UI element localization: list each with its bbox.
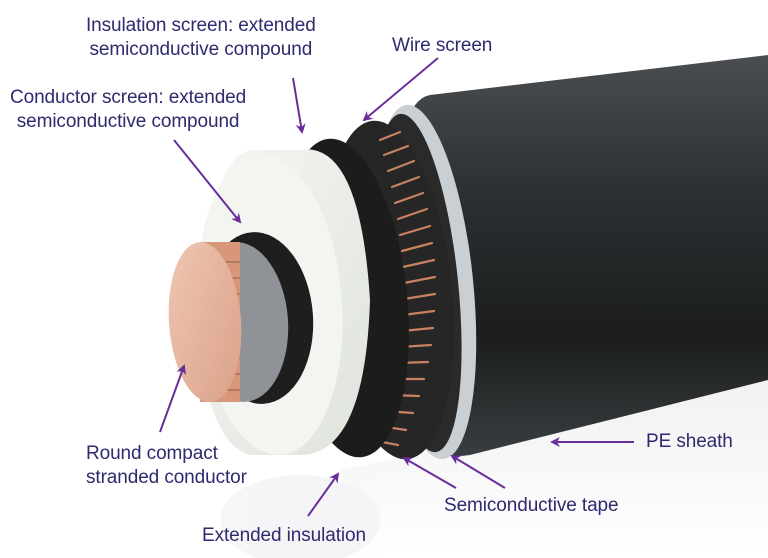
- reflection: [220, 380, 768, 558]
- conductor-face: [168, 242, 242, 402]
- label-line: Conductor screen: extended: [10, 87, 247, 108]
- label-line: Round compact: [86, 443, 218, 464]
- label-line: Insulation screen: extended: [86, 15, 316, 36]
- arrow-wire-screen: [362, 57, 439, 122]
- arrow-semiconductive-tape-1: [402, 457, 457, 489]
- label-semiconductive-tape: Semiconductive tape: [444, 494, 619, 518]
- label-line: stranded conductor: [86, 467, 247, 488]
- label-conductor-screen: Conductor screen: extended semiconductiv…: [10, 86, 246, 134]
- label-insulation-screen: Insulation screen: extended semiconducti…: [86, 14, 316, 62]
- label-pe-sheath: PE sheath: [646, 430, 733, 454]
- label-line: semiconductive compound: [16, 111, 240, 132]
- arrow-insulation-screen: [292, 77, 306, 134]
- arrow-extended-insulation: [307, 472, 340, 517]
- label-line: Wire screen: [392, 35, 493, 56]
- label-extended-insulation: Extended insulation: [202, 524, 366, 548]
- arrow-semiconductive-tape-2: [450, 454, 506, 489]
- arrow-conductor: [159, 364, 186, 433]
- label-conductor: Round compact stranded conductor: [86, 442, 247, 490]
- label-line: semiconductive compound: [89, 39, 313, 60]
- label-line: Extended insulation: [202, 525, 366, 546]
- pe-sheath-body: [400, 55, 768, 457]
- callout-arrows: [159, 57, 634, 517]
- label-wire-screen: Wire screen: [392, 34, 492, 58]
- arrow-conductor-screen: [173, 139, 242, 224]
- label-line: Semiconductive tape: [444, 495, 619, 516]
- label-line: PE sheath: [646, 431, 733, 452]
